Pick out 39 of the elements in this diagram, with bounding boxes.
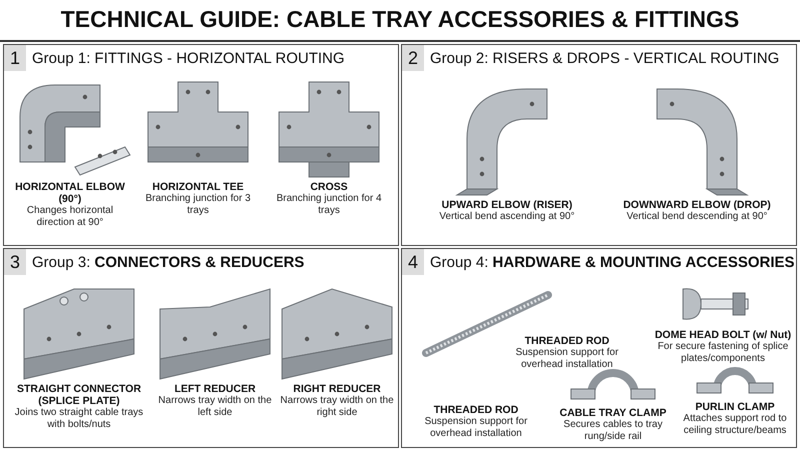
- part-name: DOWNWARD ELBOW (DROP): [622, 199, 772, 211]
- group-number: 2: [402, 45, 424, 71]
- part-description: Vertical bend descending at 90°: [626, 211, 768, 223]
- group-panel: [401, 248, 797, 448]
- part-description: Narrows tray width on the left side: [157, 395, 273, 419]
- part-description: Attaches support rod to ceiling structure/beams: [682, 413, 788, 437]
- page-title: TECHNICAL GUIDE: CABLE TRAY ACCESSORIES & FITTINGS: [60, 6, 740, 33]
- part-description: Vertical bend ascending at 90°: [438, 211, 576, 223]
- part-description: Suspension support for overhead installation: [514, 347, 620, 371]
- group-heading: Group 4: HARDWARE & MOUNTING ACCESSORIES: [430, 254, 795, 271]
- part-name: CROSS: [309, 181, 349, 193]
- group-heading: Group 3: CONNECTORS & REDUCERS: [32, 254, 304, 271]
- part-description: Branching junction for 3 trays: [144, 193, 252, 217]
- group-panel: [401, 44, 797, 246]
- group-heading: Group 2: RISERS & DROPS - VERTICAL ROUTING: [430, 50, 780, 67]
- group-heading: Group 1: FITTINGS - HORIZONTAL ROUTING: [32, 50, 345, 67]
- group-number: 4: [402, 249, 424, 275]
- part-description: Branching junction for 4 trays: [275, 193, 383, 217]
- group-number: 1: [4, 45, 26, 71]
- part-name: STRAIGHT CONNECTOR (SPLICE PLATE): [16, 383, 142, 407]
- part-name: UPWARD ELBOW (RISER): [440, 199, 574, 211]
- part-description: Secures cables to tray rung/side rail: [562, 419, 664, 443]
- part-name: PURLIN CLAMP: [694, 401, 776, 413]
- part-name: CABLE TRAY CLAMP: [558, 407, 668, 419]
- part-description: For secure fastening of splice plates/components: [656, 341, 790, 365]
- part-name: HORIZONTAL TEE: [151, 181, 245, 193]
- group-panel: [3, 44, 399, 246]
- part-name: RIGHT REDUCER: [292, 383, 382, 395]
- part-name: THREADED ROD: [524, 335, 610, 347]
- part-name: HORIZONTAL ELBOW (90°): [14, 181, 126, 205]
- part-name: DOME HEAD BOLT (w/ Nut): [654, 329, 792, 341]
- part-name: THREADED ROD: [432, 404, 520, 416]
- part-description: Narrows tray width on the right side: [279, 395, 395, 419]
- part-name: LEFT REDUCER: [173, 383, 257, 395]
- part-description: Changes horizontal direction at 90°: [26, 205, 114, 229]
- group-number: 3: [4, 249, 26, 275]
- part-description: Suspension support for overhead installation: [424, 416, 528, 440]
- group-panel: [3, 248, 399, 448]
- part-description: Joins two straight cable trays with bolts/nuts: [14, 407, 144, 431]
